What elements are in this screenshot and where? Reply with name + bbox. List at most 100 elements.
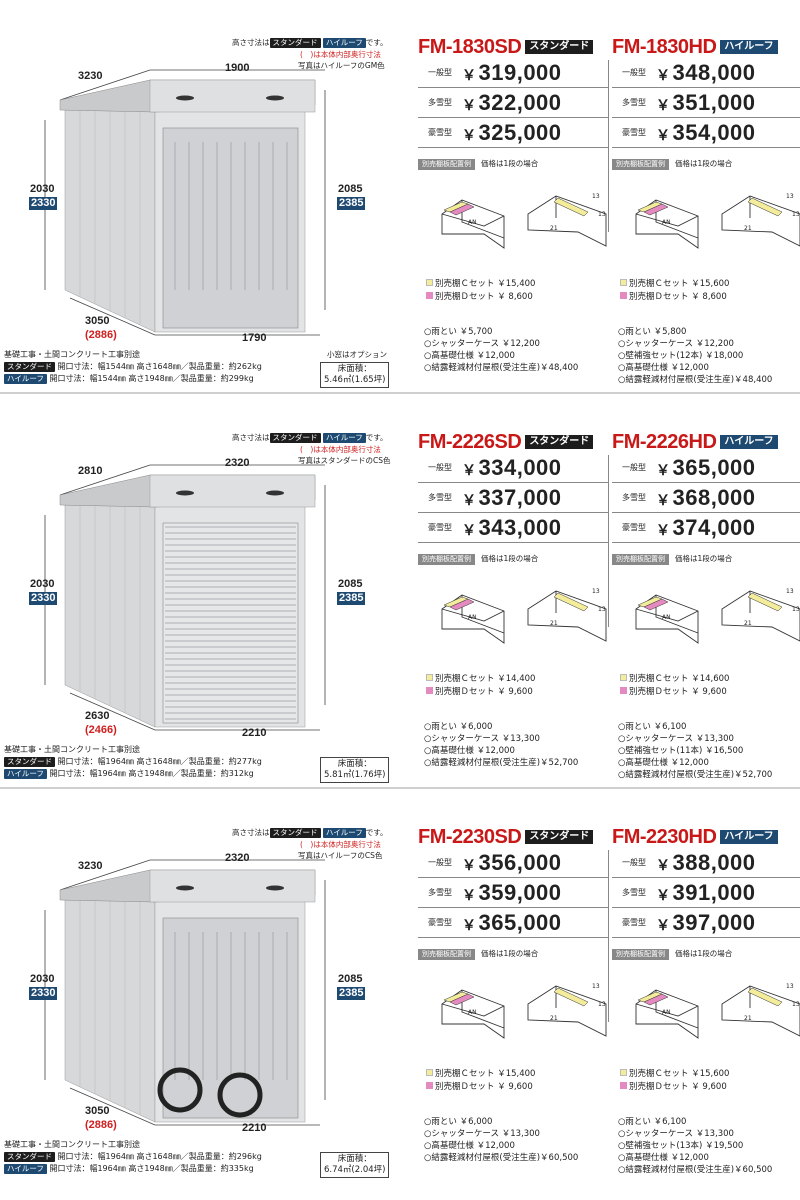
text-label: 一般型 [622, 463, 646, 472]
floor-area-box: 床面積：6.74㎡(2.04坪) [320, 1152, 390, 1178]
text-label: 354,000 [672, 119, 756, 145]
dim-height-std-right: 2085 [338, 578, 363, 590]
text-label: ハイルーフ [4, 1164, 47, 1174]
text-label: 豪雪型 [428, 128, 452, 137]
text-label: 高さ寸法は [232, 828, 270, 837]
text-label: 別売棚板配置例 [418, 554, 475, 565]
text-label: ￥ [462, 521, 477, 538]
shelf-set-d: 別売棚Ｄセット ￥ 8,600 [620, 291, 727, 303]
floor-area-box: 床面積：5.46㎡(1.65坪) [320, 362, 390, 388]
price-row-heavy: 多雪型￥351,000 [612, 88, 800, 118]
price-row-extreme: 豪雪型￥397,000 [612, 908, 800, 938]
text-label: FM-2226SD [418, 430, 522, 453]
height-note: 高さ寸法はスタンダード ハイルーフです。 [232, 38, 388, 48]
svg-text:13: 13 [598, 211, 606, 218]
dim-width-top: 2320 [225, 457, 250, 469]
shelf-label: 別売棚板配置例価格は1段の場合 [612, 948, 732, 960]
text-label: 別売棚Ｃセット ￥15,400 [435, 1069, 536, 1079]
text-label: ￥ [462, 916, 477, 933]
text-label: 一般型 [622, 858, 646, 867]
text-label: 別売棚板配置例 [612, 159, 669, 170]
svg-text:13: 13 [592, 588, 600, 595]
text-label: 多雪型 [428, 493, 452, 502]
option-item: ○壁補強セット(11本) ￥16,500 [618, 746, 744, 756]
section-divider [0, 787, 800, 789]
text-label: 豪雪型 [622, 918, 646, 927]
price-row-extreme: 豪雪型￥325,000 [418, 118, 608, 148]
option-item: ○高基礎仕様 ￥12,000 [424, 351, 515, 361]
option-item: ○雨とい ￥6,100 [618, 722, 687, 732]
text-label: 343,000 [478, 514, 562, 540]
shelf-set-d: 別売棚Ｄセット ￥ 9,600 [620, 1081, 727, 1093]
text-label: 一般型 [428, 68, 452, 77]
text-label: 価格は1段の場合 [481, 159, 539, 168]
inner-depth-note: ( )は本体内部奥行寸法 [300, 840, 381, 849]
text-label: ￥ [656, 856, 671, 873]
shelf-layout-diagram: AN 13 13 21 [441, 588, 607, 644]
text-label: FM-2230SD [418, 825, 522, 848]
option-item: ○壁補強セット(13本) ￥19,500 [618, 1141, 744, 1151]
model-badge: ハイルーフ [720, 435, 778, 449]
text-label: 豪雪型 [428, 523, 452, 532]
floor-area-box: 床面積：5.81㎡(1.76坪) [320, 757, 390, 783]
option-item: ○結露軽減材付屋根(受注生産)￥60,500 [618, 1165, 773, 1175]
text-label: 368,000 [672, 484, 756, 510]
text-label: 319,000 [478, 59, 562, 85]
window-note: 小窓はオプション [327, 350, 387, 359]
shelf-set-c: 別売棚Ｃセット ￥15,600 [620, 1068, 729, 1080]
text-label: ハイルーフ [4, 769, 47, 779]
text-label: FM-2230HD [612, 825, 717, 848]
dim-depth-bottom: 3050 [85, 1105, 110, 1117]
std-tag: スタンダード [269, 38, 321, 48]
shelf-set-c: 別売棚Ｃセット ￥14,600 [620, 673, 729, 685]
price-row-normal: 一般型 ￥388,000 [612, 848, 800, 878]
price-row-normal: 一般型￥365,000 [612, 453, 800, 483]
spec-high: 開口寸法：幅1544㎜ 高さ1948㎜／製品重量：約299kg [49, 374, 254, 383]
svg-text:13: 13 [792, 606, 800, 613]
option-list: ○雨とい ￥6,100○シャッターケース ￥13,300○壁補強セット(13本)… [618, 1116, 772, 1176]
text-label: 別売棚Ｄセット ￥ 8,600 [435, 292, 533, 302]
shelf-set-d: 別売棚Ｄセット ￥ 9,600 [426, 686, 533, 698]
text-label: 351,000 [672, 89, 756, 115]
text-label: ￥ [656, 126, 671, 143]
photo-note: 写真はスタンダードのCS色 [298, 456, 391, 465]
svg-text:13: 13 [792, 1001, 800, 1008]
shelf-layout-diagram: AN 13 13 21 [635, 983, 800, 1039]
option-item: ○壁補強セット(12本) ￥18,000 [618, 351, 744, 361]
text-label: FM-2226HD [612, 430, 717, 453]
option-list: ○雨とい ￥6,100○シャッターケース ￥13,300○壁補強セット(11本)… [618, 721, 772, 781]
text-label: 別売棚Ｄセット ￥ 9,600 [435, 1082, 533, 1092]
svg-text:21: 21 [744, 225, 752, 232]
text-label: ￥ [462, 126, 477, 143]
spec-high: 開口寸法：幅1964㎜ 高さ1948㎜／製品重量：約335kg [49, 1164, 254, 1173]
option-item: ○高基礎仕様 ￥12,000 [424, 1141, 515, 1151]
svg-text:21: 21 [744, 620, 752, 627]
option-item: ○雨とい ￥5,800 [618, 327, 687, 337]
text-label: 6.74㎡(2.04坪) [324, 1165, 386, 1175]
text-label: 388,000 [672, 849, 756, 875]
option-item: ○高基礎仕様 ￥12,000 [618, 1153, 709, 1163]
text-label: です。 [365, 433, 388, 442]
text-label: 別売棚Ｄセット ￥ 9,600 [629, 1082, 727, 1092]
text-label: FM-1830SD [418, 35, 522, 58]
svg-text:21: 21 [550, 1015, 558, 1022]
shelf-set-c: 別売棚Ｃセット ￥15,400 [426, 1068, 535, 1080]
svg-text:13: 13 [598, 1001, 606, 1008]
text-label: ￥ [656, 66, 671, 83]
shelf-label: 別売棚板配置例価格は1段の場合 [418, 158, 538, 170]
spec-std: 開口寸法：幅1964㎜ 高さ1648㎜／製品重量：約277kg [57, 757, 262, 766]
option-list: ○雨とい ￥6,000○シャッターケース ￥13,300○高基礎仕様 ￥12,0… [424, 1116, 578, 1164]
price-row-extreme: 豪雪型￥354,000 [612, 118, 800, 148]
text-label: 別売棚Ｄセット ￥ 9,600 [435, 687, 533, 697]
text-label: 374,000 [672, 514, 756, 540]
text-label: 359,000 [478, 879, 562, 905]
text-label: 356,000 [478, 849, 562, 875]
text-label: 別売棚Ｃセット ￥14,600 [629, 674, 730, 684]
text-label: 多雪型 [622, 98, 646, 107]
dim-depth-inner: (2886) [85, 329, 117, 341]
